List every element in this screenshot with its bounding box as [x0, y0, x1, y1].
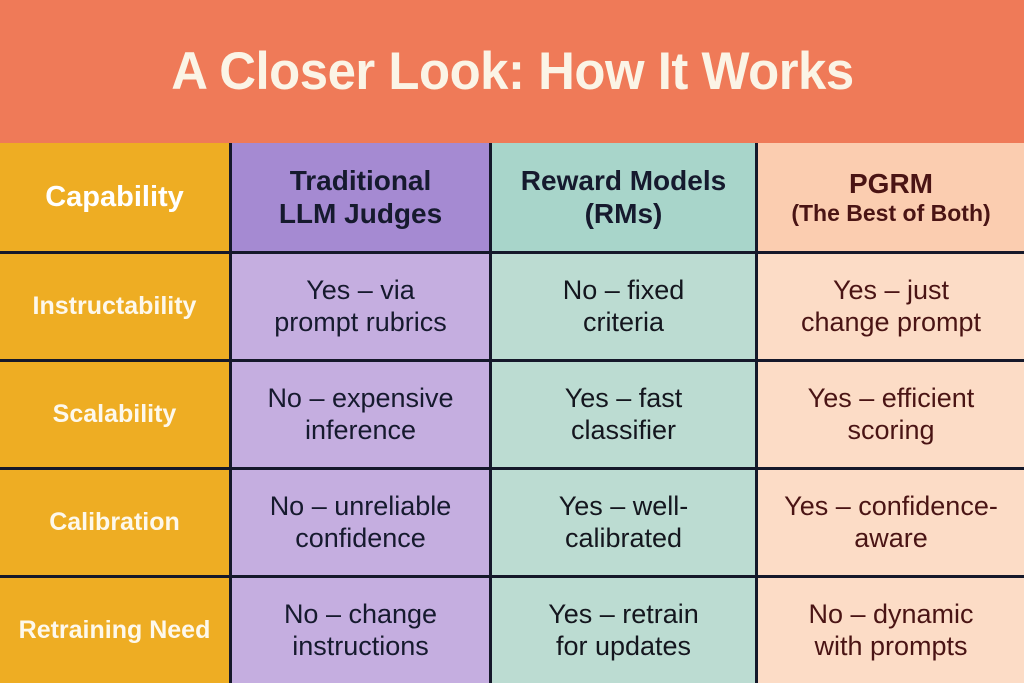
header-reward-models-line2: (RMs): [584, 198, 663, 229]
table-header-row: Capability Traditional LLM Judges Reward…: [0, 143, 1024, 251]
row-label: Retraining Need: [18, 615, 211, 644]
cell-line2: aware: [854, 522, 928, 553]
cell-line1: Yes – well-: [558, 490, 689, 521]
header-cell-pgrm: PGRM (The Best of Both): [758, 143, 1024, 251]
cell-reward-models: Yes – retrain for updates: [492, 578, 758, 683]
table-row: Scalability No – expensive inference Yes…: [0, 359, 1024, 467]
cell-line1: No – unreliable: [269, 490, 452, 521]
cell-line2: confidence: [295, 522, 426, 553]
header-llm-judges-line1: Traditional: [289, 164, 432, 196]
header-reward-models-line1: Reward Models: [520, 164, 727, 196]
cell-line2: change prompt: [800, 306, 982, 337]
cell-pgrm: Yes – efficient scoring: [758, 362, 1024, 467]
cell-line2: calibrated: [564, 522, 683, 553]
row-label: Instructability: [32, 291, 197, 320]
cell-line1: Yes – just: [832, 274, 950, 305]
cell-line2: inference: [304, 414, 417, 445]
table-row: Retraining Need No – change instructions…: [0, 575, 1024, 683]
header-pgrm-subtitle: (The Best of Both): [791, 199, 991, 226]
cell-line1: Yes – via: [306, 274, 415, 305]
row-label: Calibration: [49, 507, 180, 536]
cell-reward-models: Yes – well- calibrated: [492, 470, 758, 575]
cell-line2: prompt rubrics: [274, 306, 447, 337]
header-cell-reward-models: Reward Models (RMs): [492, 143, 758, 251]
header-cell-llm-judges: Traditional LLM Judges: [232, 143, 492, 251]
title-banner: A Closer Look: How It Works: [0, 0, 1024, 143]
cell-pgrm: Yes – confidence- aware: [758, 470, 1024, 575]
row-label-cell: Calibration: [0, 470, 232, 575]
cell-line1: Yes – fast: [564, 382, 683, 413]
cell-llm-judges: No – change instructions: [232, 578, 492, 683]
header-pgrm-title: PGRM: [849, 167, 933, 199]
cell-llm-judges: No – unreliable confidence: [232, 470, 492, 575]
cell-llm-judges: Yes – via prompt rubrics: [232, 254, 492, 359]
comparison-table: Capability Traditional LLM Judges Reward…: [0, 143, 1024, 683]
table-row: Instructability Yes – via prompt rubrics…: [0, 251, 1024, 359]
cell-line1: Yes – confidence-: [784, 490, 998, 521]
cell-line1: Yes – efficient: [807, 382, 975, 413]
header-capability-label: Capability: [45, 180, 184, 213]
cell-line2: for updates: [555, 630, 692, 661]
row-label: Scalability: [52, 399, 177, 428]
cell-llm-judges: No – expensive inference: [232, 362, 492, 467]
row-label-cell: Scalability: [0, 362, 232, 467]
cell-pgrm: No – dynamic with prompts: [758, 578, 1024, 683]
cell-line2: scoring: [847, 414, 935, 445]
cell-line2: with prompts: [814, 630, 968, 661]
cell-line1: No – expensive: [267, 382, 454, 413]
cell-line1: No – change: [283, 598, 438, 629]
cell-line2: criteria: [582, 306, 664, 337]
cell-reward-models: Yes – fast classifier: [492, 362, 758, 467]
header-llm-judges-line2: LLM Judges: [278, 198, 443, 229]
cell-line1: Yes – retrain: [548, 598, 699, 629]
row-label-cell: Instructability: [0, 254, 232, 359]
page-title: A Closer Look: How It Works: [170, 41, 854, 101]
table-row: Calibration No – unreliable confidence Y…: [0, 467, 1024, 575]
header-cell-capability: Capability: [0, 143, 232, 251]
cell-line2: classifier: [570, 414, 677, 445]
cell-pgrm: Yes – just change prompt: [758, 254, 1024, 359]
cell-line1: No – dynamic: [808, 598, 974, 629]
cell-reward-models: No – fixed criteria: [492, 254, 758, 359]
cell-line1: No – fixed: [562, 274, 685, 305]
cell-line2: instructions: [292, 630, 429, 661]
row-label-cell: Retraining Need: [0, 578, 232, 683]
